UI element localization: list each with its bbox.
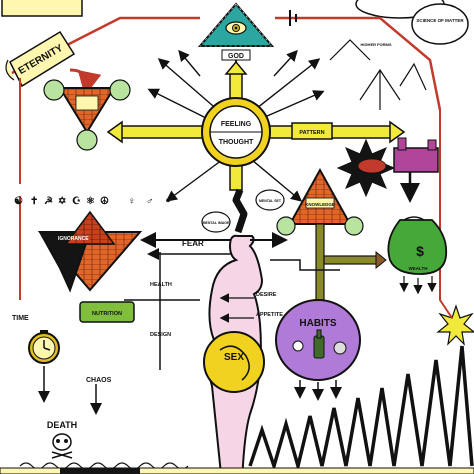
eternity-arrow: [69, 68, 102, 96]
wealth-label: WEALTH: [409, 266, 428, 271]
all-seeing-eye-icon: [225, 21, 247, 35]
svg-text:$: $: [416, 243, 424, 259]
wine-bottle-icon: [313, 329, 325, 359]
yellow-band-left-arrow: [106, 120, 123, 144]
yellow-band-right-arrow: [389, 120, 406, 144]
death-label: DEATH: [47, 420, 77, 430]
habit-pill-icon: [292, 340, 304, 352]
sex-circle: [203, 331, 265, 393]
olive-branch: [323, 255, 379, 265]
mental-set-label: MENTAL SET: [259, 199, 282, 203]
top-right-antennas: [329, 39, 427, 110]
pattern-box: [291, 122, 333, 140]
feeling-thought-ring: [201, 97, 271, 167]
design-label: DESIGN: [150, 332, 171, 338]
left-upper-pyramid: [43, 79, 131, 151]
growth-zigzag: [248, 345, 474, 473]
svg-text:☪: ☪: [72, 196, 81, 207]
svg-text:☭: ☭: [44, 196, 53, 207]
sex-label: SEX: [224, 352, 244, 363]
svg-text:⚛: ⚛: [86, 196, 95, 207]
symbol-row: ☯ ✝ ☭ ✡ ☪ ⚛ ☮ ♀ ♂ ⚬: [14, 196, 172, 207]
ignorance-label: IGNORANCE: [58, 236, 89, 242]
health-label: HEALTH: [150, 282, 172, 288]
olive-pipe: [315, 223, 325, 301]
dark-starburst-icon: [336, 138, 396, 198]
bottom-strip-dark: [60, 468, 140, 474]
svg-text:♀: ♀: [128, 196, 136, 207]
pattern-label: PATTERN: [299, 130, 324, 136]
habits-down-arrows: [294, 380, 342, 401]
appetite-label: APPETITE: [256, 312, 283, 318]
neck-stem: [232, 188, 248, 234]
science-bubble: [411, 3, 469, 45]
svg-text:♂: ♂: [146, 196, 154, 207]
feeling-label: FEELING: [221, 121, 252, 128]
fear-label: FEAR: [182, 239, 204, 248]
thought-label: THOUGHT: [219, 139, 254, 146]
bottom-strip: [0, 467, 474, 474]
svg-text:✝: ✝: [30, 196, 38, 207]
starburst-icon: [436, 304, 474, 346]
connector-loop: [270, 259, 340, 271]
svg-text:☯: ☯: [14, 196, 23, 207]
scroll-banner-icon: [5, 30, 76, 88]
radiating-arrows: [147, 49, 325, 202]
time-label: TIME: [12, 315, 29, 322]
skull-icon: [51, 433, 73, 459]
olive-branch-arrow: [375, 250, 387, 270]
roof-right-line: [275, 16, 442, 111]
clock-icon: [28, 330, 60, 364]
ignorance-pyramid: [37, 210, 143, 293]
habit-blob-icon: [333, 341, 347, 355]
chaos-label: CHAOS: [86, 377, 112, 384]
habits-label: HABITS: [299, 318, 337, 329]
nutrition-label: NUTRITION: [92, 311, 122, 317]
svg-text:⚬: ⚬: [164, 196, 172, 207]
yellow-up-arrow: [224, 60, 248, 75]
battery-symbol: [289, 10, 297, 26]
mental-set-bubble: [255, 189, 285, 211]
nutrition-box: [79, 301, 135, 323]
svg-text:✡: ✡: [58, 196, 66, 207]
god-label: GOD: [228, 53, 244, 60]
machine-icon: [393, 137, 439, 173]
higher-forms-label: HIGHER FORMS: [360, 42, 391, 47]
desire-label: DESIRE: [256, 292, 277, 298]
mental-image-label: MENTAL IMAGE: [203, 221, 230, 225]
svg-text:☮: ☮: [100, 196, 109, 207]
top-left-label-box: [1, 0, 83, 17]
science-of-matter-label: SCIENCE OF MATTER: [416, 18, 464, 23]
right-wire: [439, 110, 453, 319]
money-down-arrows: [399, 276, 437, 295]
mental-image-bubble: [201, 211, 231, 233]
knowledge-label: KNOWLEDGE: [305, 202, 335, 207]
money-bag-icon: $: [387, 216, 448, 275]
